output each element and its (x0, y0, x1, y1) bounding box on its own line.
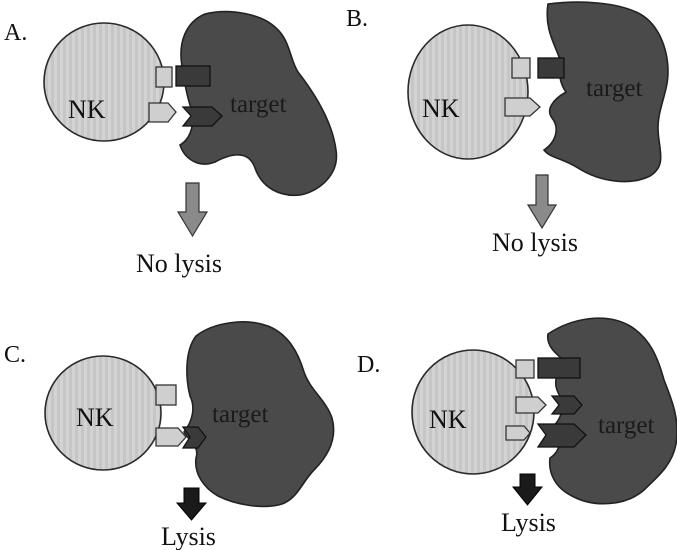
panel-d-nk-receptor-square (515, 359, 535, 379)
panel-d-nk-receptor-arrow-2 (505, 425, 531, 441)
panel-c-outcome-arrow (175, 487, 208, 521)
panel-a-nk-receptor-square (155, 66, 173, 88)
panel-c-outcome-label: Lysis (161, 522, 216, 550)
panel-d-target-ligand-chevron-2 (536, 423, 587, 448)
panel-b-nk-receptor-arrow (504, 97, 541, 117)
panel-c-target-cell (183, 321, 335, 508)
panel-d-nk-label: NK (429, 405, 467, 434)
panel-b-outcome-arrow (526, 174, 558, 230)
panel-c-nk-label: NK (76, 403, 114, 432)
panel-c-target-ligand-chevron (181, 426, 207, 449)
panel-c-target-label: target (212, 401, 269, 428)
panel-b: B. target NK No lysis (346, 1, 669, 257)
panel-d: D. target NK Lysis (357, 317, 677, 537)
panel-d-target-ligand-chevron-1 (550, 395, 583, 415)
panel-a-target-ligand-chevron (181, 106, 223, 127)
panel-b-outcome-label: No lysis (492, 228, 578, 257)
panel-b-nk-receptor-square (511, 57, 531, 79)
panel-c-nk-receptor-square (155, 384, 177, 406)
panel-d-nk-receptor-arrow-1 (515, 396, 547, 414)
panel-b-nk-cell (407, 24, 529, 160)
panel-d-target-ligand-square (537, 357, 581, 379)
panel-c: C. target NK Lysis (4, 321, 335, 550)
panel-a-target-cell (179, 10, 338, 197)
panel-b-target-ligand-square (537, 57, 565, 79)
panel-c-letter: C. (4, 342, 26, 368)
panel-b-target-label: target (586, 75, 643, 102)
panel-a-nk-label: NK (68, 95, 106, 124)
panel-a-target-label: target (230, 91, 287, 118)
panel-d-target-label: target (598, 412, 655, 439)
panel-b-letter: B. (346, 6, 368, 32)
panel-d-outcome-label: Lysis (501, 508, 556, 537)
panel-a-letter: A. (4, 20, 27, 46)
panel-d-outcome-arrow (511, 473, 544, 506)
panel-a-target-ligand-square (175, 65, 211, 87)
panel-a-outcome-arrow (176, 182, 209, 238)
panel-c-nk-receptor-arrow (155, 427, 187, 447)
panel-d-letter: D. (357, 352, 380, 378)
panel-a-nk-receptor-arrow (148, 102, 177, 123)
panel-b-target-cell (542, 1, 669, 183)
panel-b-nk-label: NK (422, 94, 460, 123)
panel-c-nk-cell (44, 355, 162, 471)
panel-a-outcome-label: No lysis (136, 249, 222, 278)
panel-a: A. target NK No lysis (4, 10, 338, 278)
